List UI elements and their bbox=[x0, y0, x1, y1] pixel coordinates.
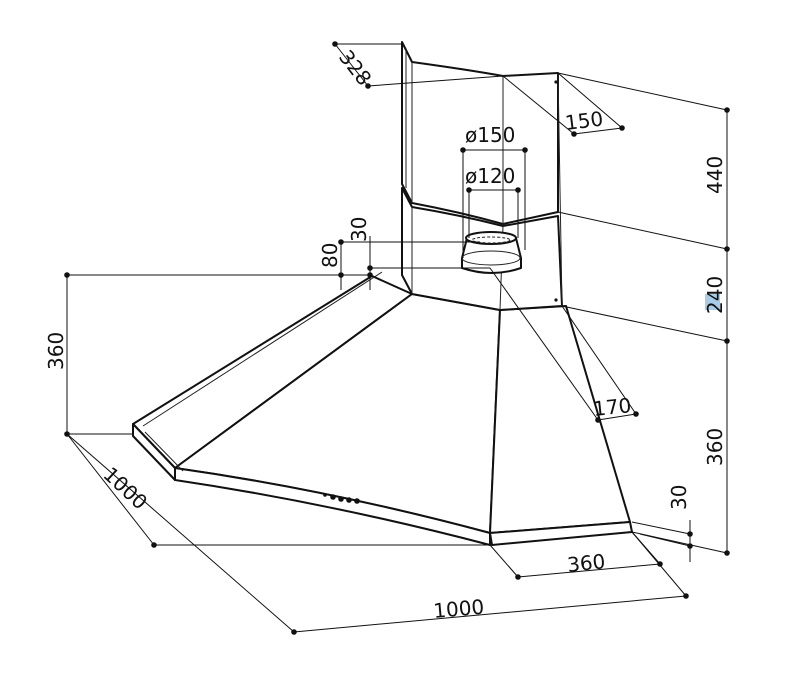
text-selection-highlight bbox=[705, 294, 720, 310]
dim-front-panel-height: 30 bbox=[667, 485, 691, 510]
dim-lower-chimney-height: 240 bbox=[703, 276, 727, 314]
dim-lower-chimney-height-suffix: 0 bbox=[703, 276, 727, 289]
control-buttons bbox=[323, 493, 360, 504]
dim-chimney-offset: 170 bbox=[592, 393, 632, 421]
hood-canopy bbox=[132, 271, 633, 546]
dim-chimney-depth: 328 bbox=[334, 45, 376, 90]
dim-outlet-outer-diameter: ø150 bbox=[465, 123, 515, 147]
dim-outlet-total-height: 80 bbox=[318, 243, 342, 268]
dim-upper-chimney-height: 440 bbox=[703, 156, 727, 194]
dimension-lines bbox=[64, 41, 730, 635]
dim-lower-chimney-height-prefix: 24 bbox=[703, 289, 727, 314]
dim-side-bottom: 1000 bbox=[432, 595, 485, 623]
dim-hood-height-right: 360 bbox=[703, 428, 727, 466]
dim-side-left: 1000 bbox=[99, 462, 153, 514]
dim-outlet-inner-diameter: ø120 bbox=[465, 164, 515, 188]
dim-outlet-collar-height: 30 bbox=[347, 217, 371, 242]
dim-front-width: 360 bbox=[566, 549, 606, 577]
dim-hood-height-left: 360 bbox=[44, 332, 68, 370]
dimension-labels: 328 150 ø150 ø120 30 80 360 440 240 360 … bbox=[44, 45, 727, 623]
dim-chimney-width: 150 bbox=[564, 106, 605, 134]
outlet-collar bbox=[461, 231, 522, 274]
